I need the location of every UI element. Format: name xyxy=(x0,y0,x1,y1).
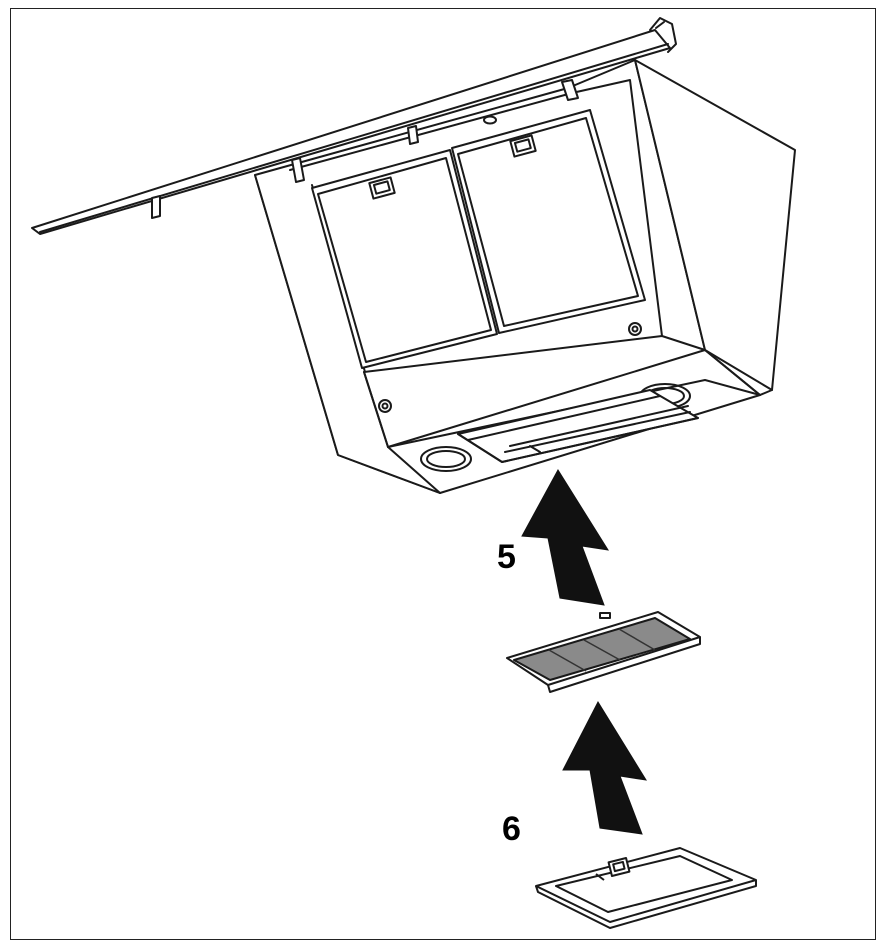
filter-cover-slot xyxy=(457,389,699,463)
grease-filter-right xyxy=(451,109,646,334)
hood-lid xyxy=(31,17,677,235)
top-clips xyxy=(291,79,579,183)
filter-cover-frame xyxy=(535,847,757,929)
step-label-6: 6 xyxy=(502,810,521,848)
arrow-up-6 xyxy=(562,700,647,835)
diagram-frame xyxy=(10,8,876,940)
screws xyxy=(378,322,642,413)
carbon-filter xyxy=(506,611,701,693)
step-label-5: 5 xyxy=(497,538,516,576)
grease-filter-left xyxy=(311,149,498,369)
arrow-up-5 xyxy=(521,469,610,606)
